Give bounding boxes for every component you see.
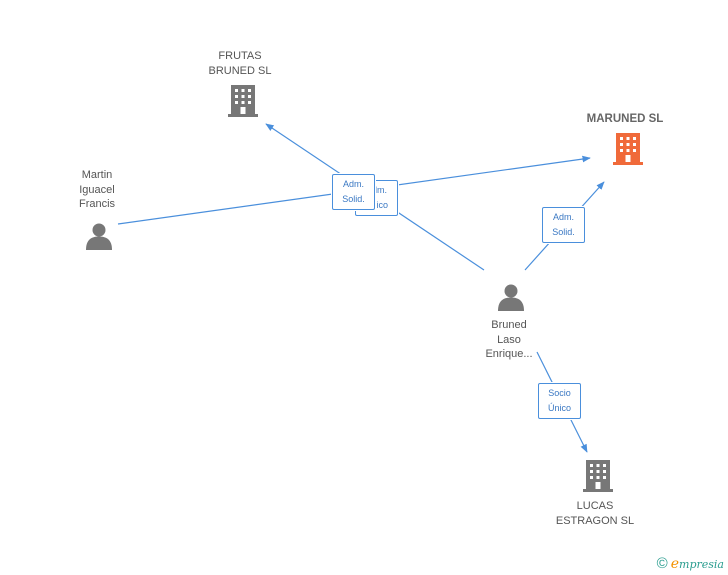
edge-label-line: Adm. [552,212,574,222]
node-label-line: BRUNED SL [208,64,272,77]
node-label-line: Enrique... [485,348,533,360]
edge-label-line: Solid. [552,227,575,237]
brand-initial: e [670,555,680,572]
node-label-line: Bruned [491,319,527,331]
building-icon[interactable] [228,85,258,117]
brand-name: mpresia [679,557,724,571]
edge-label-line: Único [547,403,571,413]
node-label-lucas[interactable]: LUCAS ESTRAGON SL [545,499,645,528]
node-label-line: Iguacel [79,183,115,196]
person-icon[interactable] [498,284,524,312]
node-label-line: ESTRAGON SL [555,514,635,527]
edge-label-line: Adm. [342,179,364,189]
node-label-line: LUCAS [576,500,614,512]
building-icon[interactable] [613,133,643,165]
node-label-line: Martin [81,169,113,181]
empresia-logo: empresia [671,556,724,572]
node-label-line: FRUTAS [218,50,262,62]
edge-label-line: Solid. [342,194,365,204]
building-icon[interactable] [583,460,613,492]
edge-label-bruned-lucas: Socio Único [538,383,581,419]
node-label-frutas-bruned[interactable]: FRUTAS BRUNED SL [190,49,290,78]
node-label-maruned[interactable]: MARUNED SL [575,112,675,127]
edge-label-line: Socio [548,388,571,398]
edge-label-front: Adm. Solid. [332,174,375,210]
footer-branding: © empresia [657,555,724,572]
person-icon[interactable] [86,223,112,251]
copyright-symbol: © [656,555,668,572]
node-label-line: Laso [497,333,521,346]
node-label-martin[interactable]: Martin Iguacel Francis [57,168,137,212]
node-label-line: Francis [78,198,116,210]
node-label-line: MARUNED SL [586,113,664,125]
node-label-bruned[interactable]: Bruned Laso Enrique... [469,318,549,362]
edge-label-line: Adm. [365,185,387,195]
edge-label-bruned-maruned: Adm. Solid. [542,207,585,243]
edge-label-line: Único [364,200,388,210]
